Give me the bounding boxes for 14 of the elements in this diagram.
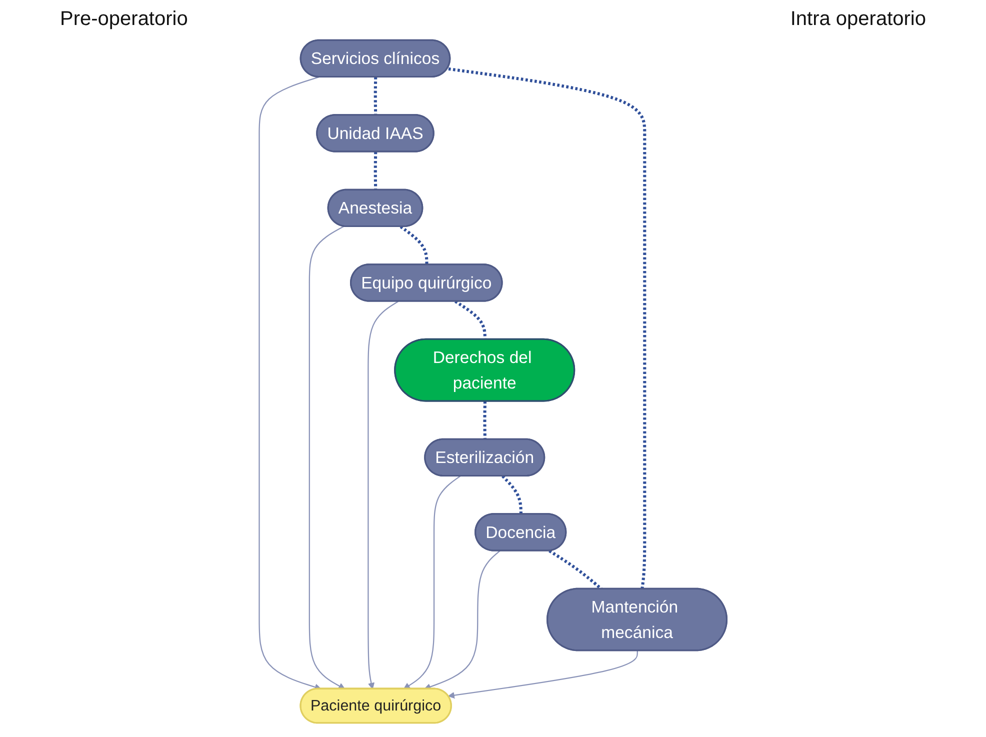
connector bbox=[374, 152, 378, 190]
phase-label: Pre-operatorio bbox=[60, 8, 188, 32]
connector bbox=[548, 550, 602, 590]
arrow bbox=[308, 226, 346, 690]
connector bbox=[483, 401, 487, 440]
arrow bbox=[368, 300, 399, 690]
arrow bbox=[403, 476, 461, 690]
arrow bbox=[424, 550, 500, 690]
arrow bbox=[448, 650, 638, 699]
connector bbox=[447, 67, 646, 590]
connector bbox=[502, 475, 522, 514]
connector bbox=[400, 225, 428, 265]
arrow bbox=[258, 76, 322, 690]
phase-label: Intra operatorio bbox=[790, 8, 926, 32]
